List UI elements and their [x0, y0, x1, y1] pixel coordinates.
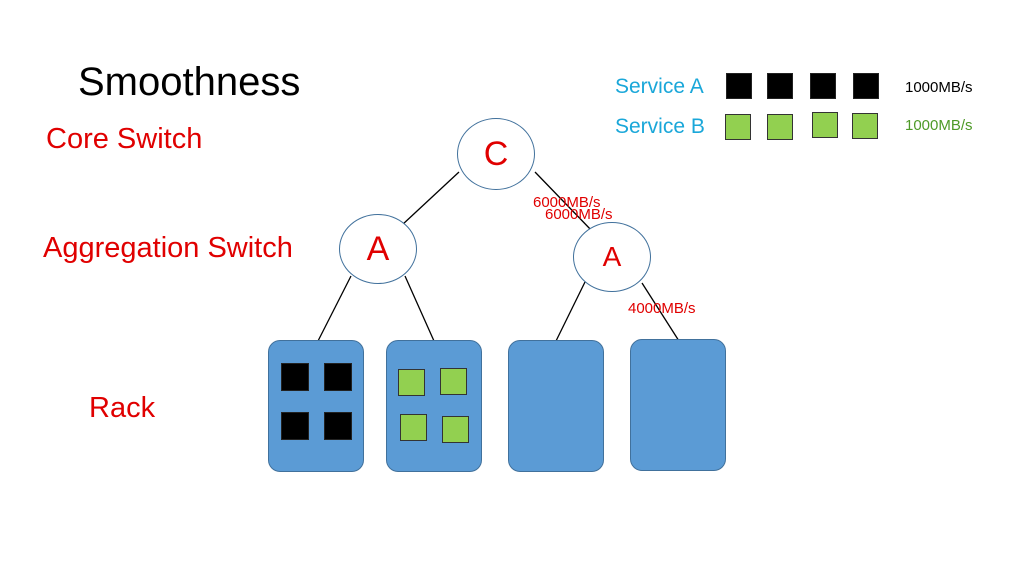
link-agg-left-rack-1	[317, 275, 352, 342]
link-core-agg-left	[401, 171, 460, 226]
legend-service-b-label: Service B	[615, 115, 705, 138]
rack-2	[386, 340, 482, 472]
rack-label: Rack	[89, 392, 156, 424]
service-b-block	[400, 414, 427, 441]
bandwidth-label-core-right-2: 6000MB/s	[545, 206, 613, 223]
service-b-block	[442, 416, 469, 443]
legend-service-a-block-1	[726, 73, 752, 99]
core-switch-node: C	[457, 118, 535, 190]
aggregation-switch-right-node: A	[573, 222, 651, 292]
service-a-block	[324, 412, 352, 440]
link-agg-left-rack-2	[404, 275, 435, 342]
service-b-block	[440, 368, 467, 395]
link-core-agg-right	[534, 171, 594, 233]
legend-service-a-block-4	[853, 73, 879, 99]
link-agg-right-rack-3	[555, 281, 586, 342]
service-b-block	[398, 369, 425, 396]
core-switch-label: Core Switch	[46, 123, 203, 155]
legend-service-a-label: Service A	[615, 75, 704, 98]
page-title: Smoothness	[78, 60, 301, 104]
rack-3	[508, 340, 604, 472]
rack-4	[630, 339, 726, 471]
legend-service-b-block-2	[767, 114, 793, 140]
service-a-block	[324, 363, 352, 391]
bandwidth-label-agg-right-rack: 4000MB/s	[628, 300, 696, 317]
legend-service-a-rate: 1000MB/s	[905, 79, 973, 96]
rack-1	[268, 340, 364, 472]
service-a-block	[281, 363, 309, 391]
legend-service-b-block-4	[852, 113, 878, 139]
aggregation-switch-label: Aggregation Switch	[43, 232, 293, 264]
aggregation-switch-left-node: A	[339, 214, 417, 284]
bandwidth-label-core-right-1: 6000MB/s	[533, 194, 601, 211]
link-agg-right-rack-4	[641, 282, 680, 342]
service-a-block	[281, 412, 309, 440]
legend-service-a-block-3	[810, 73, 836, 99]
legend-service-b-block-1	[725, 114, 751, 140]
legend-service-b-block-3	[812, 112, 838, 138]
legend-service-b-rate: 1000MB/s	[905, 117, 973, 134]
legend-service-a-block-2	[767, 73, 793, 99]
